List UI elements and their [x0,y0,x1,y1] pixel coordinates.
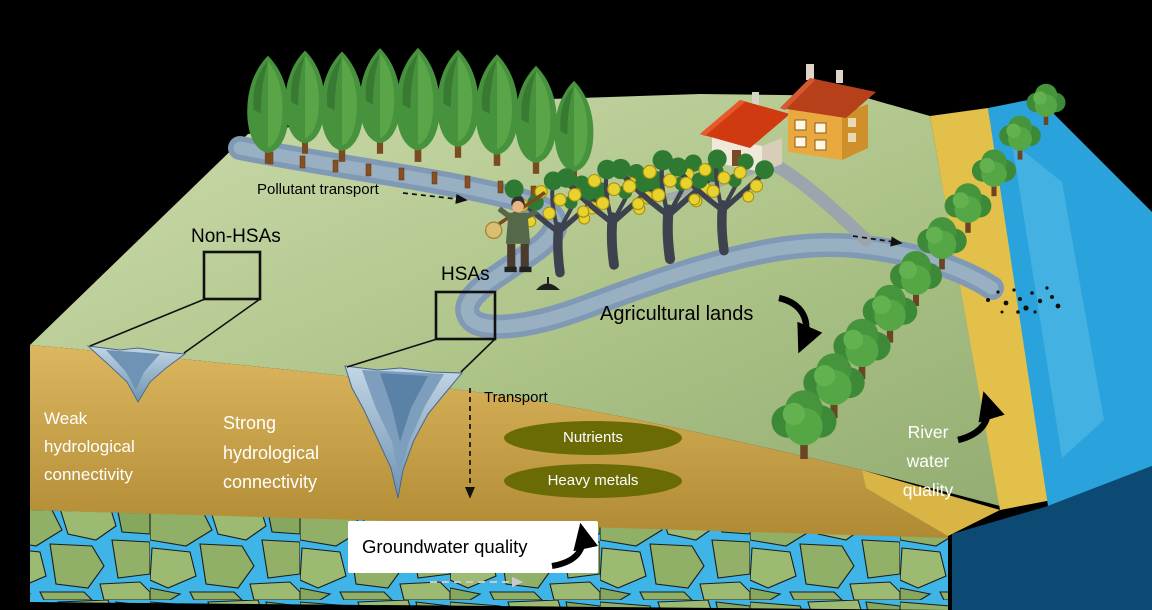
pollutant-particles [986,286,1061,314]
river-highlight [1012,142,1104,458]
river-quality-trend-arrow [957,391,1005,444]
hsas-marker-box [434,290,497,341]
soil-pile-icon [536,277,560,290]
nutrients-pill [504,421,682,455]
farm-road [761,155,873,247]
grass-surface [30,94,1000,506]
heavy-metals-pill [504,464,682,498]
pollutant-transport-arrow [402,192,468,204]
groundwater-quality-trend-arrow [551,522,599,569]
agricultural-lands-trend-arrow [778,294,823,354]
groundwater-quality-box [348,521,598,573]
river-front-face [952,466,1152,610]
weak-connectivity-funnel [86,345,187,403]
farmer-icon [484,191,546,273]
stream-flow-arrow [852,235,903,247]
non-hsas-marker-box [202,250,262,301]
river-surface [988,98,1152,506]
non-hsas-callout [89,250,262,354]
strong-connectivity-funnel [344,365,464,499]
soil-front-face [30,345,948,540]
bank-front-wedge [862,470,1000,536]
hsas-callout [346,290,497,373]
